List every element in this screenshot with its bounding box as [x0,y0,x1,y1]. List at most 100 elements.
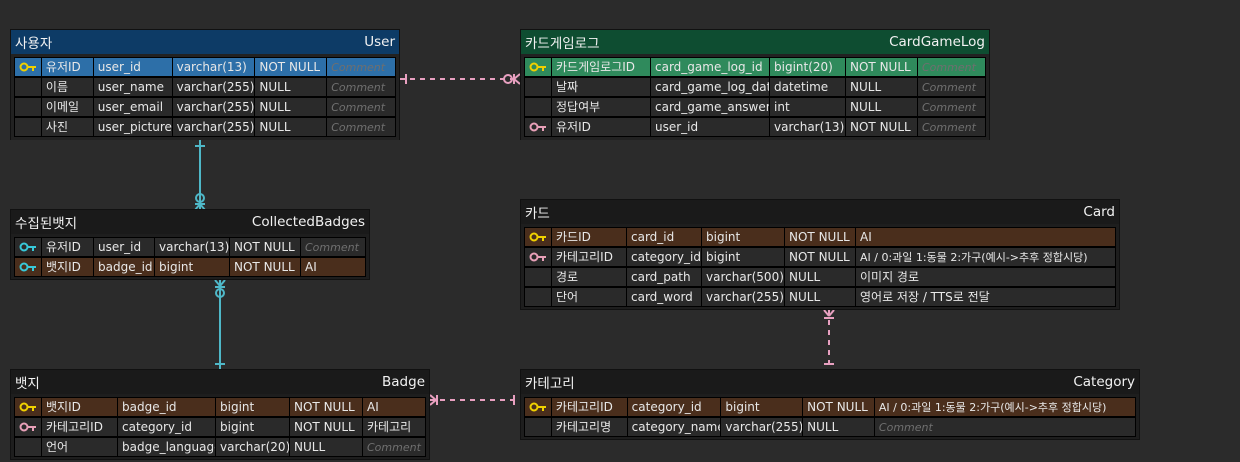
relation-collected-badge [214,279,226,370]
column-physical: badge_language [118,437,216,457]
column-physical: category_id [118,417,216,437]
table-title-en: User [364,34,395,50]
table-header[interactable]: 카드게임로그 CardGameLog [521,30,989,54]
column-type: varchar(20) [216,437,290,457]
table-header[interactable]: 카드 Card [521,200,1119,224]
column-null: NOT NULL [846,117,918,137]
table-row[interactable]: 유저ID user_id varchar(13) NOT NULL Commen… [14,57,397,77]
column-comment: AI [363,397,426,417]
table-user[interactable]: 사용자 User 유저ID user_id varchar(13) NOT NU… [10,29,400,140]
column-comment: Comment [327,97,397,117]
table-columns: 유저ID user_id varchar(13) NOT NULL Commen… [11,234,369,280]
column-name: 언어 [42,437,118,457]
column-comment: Comment [363,437,426,457]
key-empty [524,287,552,307]
column-type: varchar(255) [172,97,256,117]
key-empty [524,97,552,117]
key-empty [524,267,552,287]
column-name: 뱃지ID [42,257,94,277]
column-physical: user_name [93,77,173,97]
table-columns: 뱃지ID badge_id bigint NOT NULL AI 카테고리ID … [11,394,429,460]
column-physical: card_game_answer [651,97,770,117]
column-physical: user_id [93,57,173,77]
table-row[interactable]: 카테고리ID category_id bigint NOT NULL AI / … [524,247,1116,267]
pk-icon [14,397,42,417]
column-physical: card_word [627,287,702,307]
table-row[interactable]: 유저ID user_id varchar(13) NOT NULL Commen… [524,117,986,137]
column-null: NULL [846,97,918,117]
column-name: 단어 [552,287,627,307]
table-title-en: Badge [382,374,425,390]
column-comment: 영어로 저장 / TTS로 전달 [856,287,1116,307]
table-category[interactable]: 카테고리 Category 카테고리ID category_id bigint … [520,369,1140,440]
table-columns: 카테고리ID category_id bigint NOT NULL AI / … [521,394,1139,440]
table-row[interactable]: 언어 badge_language varchar(20) NULL Comme… [14,437,426,457]
table-header[interactable]: 뱃지 Badge [11,370,429,394]
column-null: NULL [785,287,856,307]
table-card[interactable]: 카드 Card 카드ID card_id bigint NOT NULL AI … [520,199,1120,310]
column-comment: AI / 0:과일 1:동물 2:가구(예시->추후 정합시당) [874,397,1137,417]
table-columns: 유저ID user_id varchar(13) NOT NULL Commen… [11,54,399,140]
column-type: int [770,97,846,117]
table-row[interactable]: 경로 card_path varchar(500) NULL 이미지 경로 [524,267,1116,287]
key-empty [14,97,42,117]
column-physical: category_id [627,247,702,267]
column-comment: Comment [874,417,1137,437]
table-row[interactable]: 이름 user_name varchar(255) NULL Comment [14,77,397,97]
column-physical: badge_id [94,257,155,277]
column-comment: Comment [918,97,986,117]
table-row[interactable]: 이메일 user_email varchar(255) NULL Comment [14,97,397,117]
column-name: 카테고리ID [552,247,627,267]
table-row[interactable]: 유저ID user_id varchar(13) NOT NULL Commen… [14,237,366,257]
column-comment: AI [856,227,1116,247]
table-row[interactable]: 단어 card_word varchar(255) NULL 영어로 저장 / … [524,287,1116,307]
column-physical: category_id [627,397,722,417]
column-name: 사진 [41,117,94,137]
table-collectedbadges[interactable]: 수집된뱃지 CollectedBadges 유저ID user_id varch… [10,209,370,280]
table-cardgamelog[interactable]: 카드게임로그 CardGameLog 카드게임로그ID card_game_lo… [520,29,990,140]
table-row[interactable]: 카드게임로그ID card_game_log_id bigint(20) NOT… [524,57,986,77]
column-null: NOT NULL [785,247,856,267]
column-type: bigint [702,227,785,247]
column-physical: user_id [651,117,770,137]
column-name: 카테고리ID [551,397,628,417]
table-row[interactable]: 뱃지ID badge_id bigint NOT NULL AI [14,397,426,417]
column-type: varchar(255) [721,417,804,437]
table-row[interactable]: 카테고리명 category_name varchar(255) NULL Co… [524,417,1137,437]
table-header[interactable]: 카테고리 Category [521,370,1139,394]
table-title-ko: 카드게임로그 [525,36,600,52]
table-header[interactable]: 수집된뱃지 CollectedBadges [11,210,369,234]
column-name: 유저ID [41,57,94,77]
column-physical: user_picture [93,117,173,137]
table-row[interactable]: 뱃지ID badge_id bigint NOT NULL AI [14,257,366,277]
column-null: NULL [846,77,918,97]
key-empty [524,417,552,437]
table-columns: 카드ID card_id bigint NOT NULL AI 카테고리ID c… [521,224,1119,310]
column-type: varchar(13) [770,117,846,137]
column-null: NULL [255,117,328,137]
table-row[interactable]: 날짜 card_game_log_date datetime NULL Comm… [524,77,986,97]
column-comment: 카테고리 [363,417,426,437]
column-name: 날짜 [552,77,651,97]
table-title-ko: 사용자 [15,36,53,52]
table-row[interactable]: 카드ID card_id bigint NOT NULL AI [524,227,1116,247]
table-title-ko: 카테고리 [525,376,575,392]
column-comment: AI [301,257,366,277]
table-row[interactable]: 정답여부 card_game_answer int NULL Comment [524,97,986,117]
column-type: varchar(255) [702,287,785,307]
column-comment: Comment [301,237,366,257]
column-comment: 이미지 경로 [856,267,1116,287]
column-type: varchar(500) [702,267,785,287]
column-type: varchar(255) [172,117,256,137]
column-null: NOT NULL [230,237,301,257]
table-badge[interactable]: 뱃지 Badge 뱃지ID badge_id bigint NOT NULL A… [10,369,430,460]
table-header[interactable]: 사용자 User [11,30,399,54]
pk-icon [14,57,42,77]
table-row[interactable]: 사진 user_picture varchar(255) NULL Commen… [14,117,397,137]
table-row[interactable]: 카테고리ID category_id bigint NOT NULL AI / … [524,397,1137,417]
column-type: varchar(255) [172,77,256,97]
column-type: bigint [216,397,290,417]
column-comment: Comment [327,117,397,137]
column-null: NULL [785,267,856,287]
table-row[interactable]: 카테고리ID category_id bigint NOT NULL 카테고리 [14,417,426,437]
